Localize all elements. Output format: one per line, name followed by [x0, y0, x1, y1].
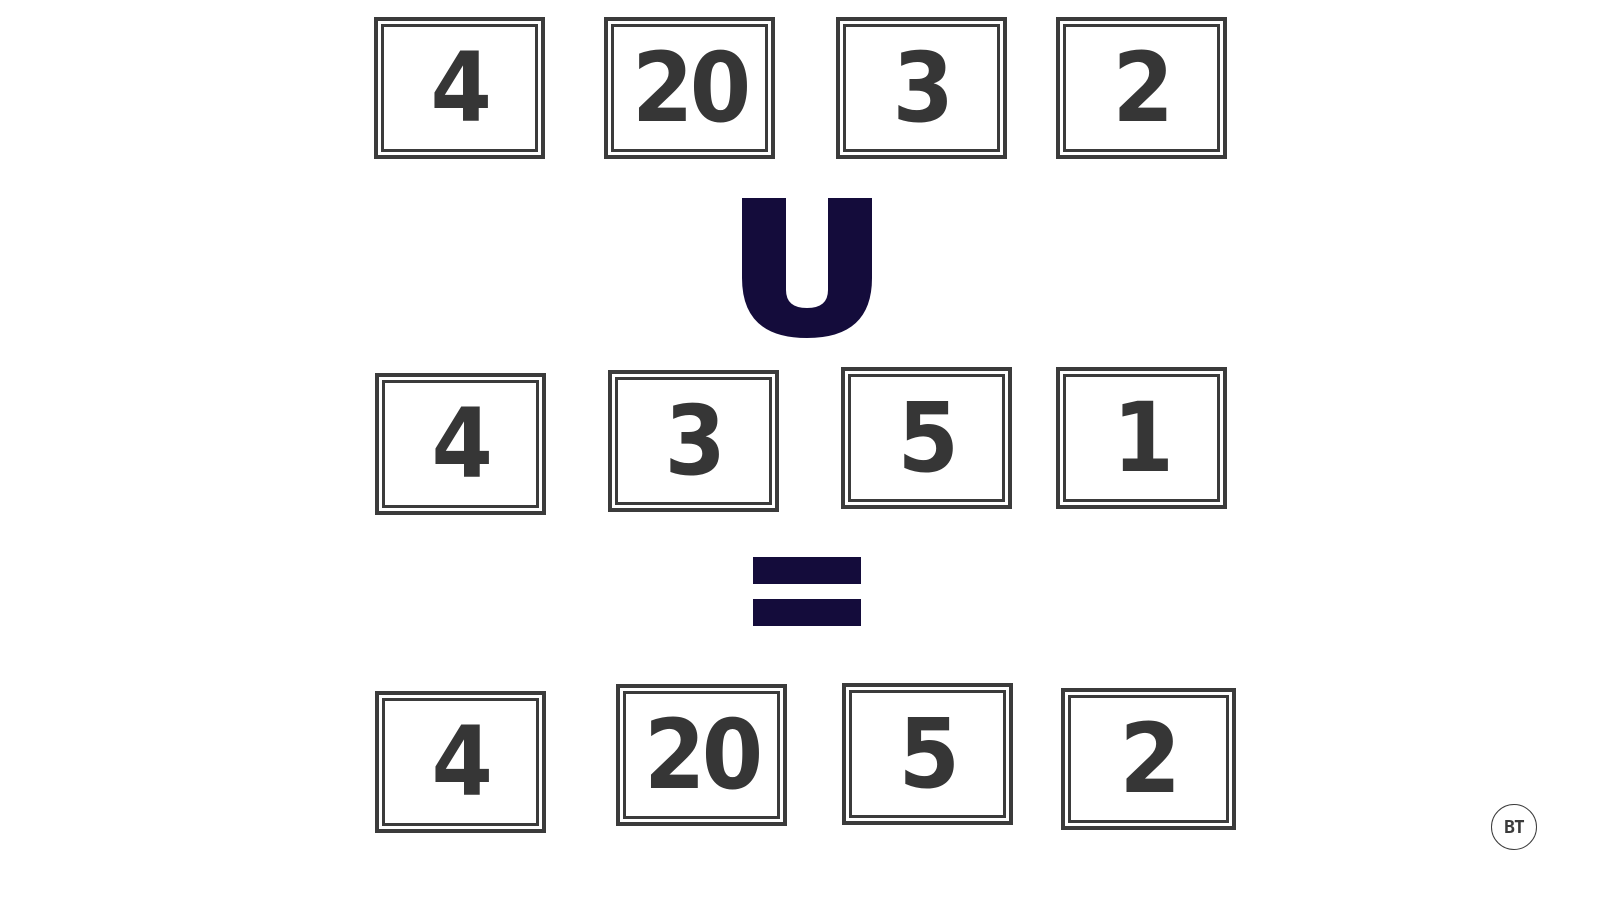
- set1-box-2: 20: [604, 17, 775, 159]
- set2-box-4: 1: [1056, 367, 1227, 509]
- set2-value-2: 3: [664, 385, 726, 497]
- equals-bar-bottom: [753, 599, 861, 626]
- set1-value-4: 2: [1112, 32, 1174, 144]
- set2-box-3: 5: [841, 367, 1012, 509]
- result-box-2: 20: [616, 684, 787, 826]
- bt-logo: BT: [1491, 804, 1537, 850]
- set2-box-2: 3: [608, 370, 779, 512]
- result-box-1: 4: [375, 691, 546, 833]
- result-box-3: 5: [842, 683, 1013, 825]
- set1-value-2: 20: [631, 32, 751, 144]
- set1-value-1: 4: [430, 32, 492, 144]
- set1-box-1: 4: [374, 17, 545, 159]
- set2-value-1: 4: [431, 388, 493, 500]
- result-value-2: 20: [643, 699, 763, 811]
- equals-bar-top: [753, 557, 861, 584]
- set1-box-3: 3: [836, 17, 1007, 159]
- set2-value-4: 1: [1112, 382, 1174, 494]
- set1-box-4: 2: [1056, 17, 1227, 159]
- set2-box-1: 4: [375, 373, 546, 515]
- set1-value-3: 3: [892, 32, 954, 144]
- result-box-4: 2: [1061, 688, 1236, 830]
- result-value-1: 4: [431, 706, 493, 818]
- result-value-4: 2: [1119, 703, 1181, 815]
- result-value-3: 5: [898, 698, 960, 810]
- union-symbol: [742, 198, 872, 338]
- set2-value-3: 5: [897, 382, 959, 494]
